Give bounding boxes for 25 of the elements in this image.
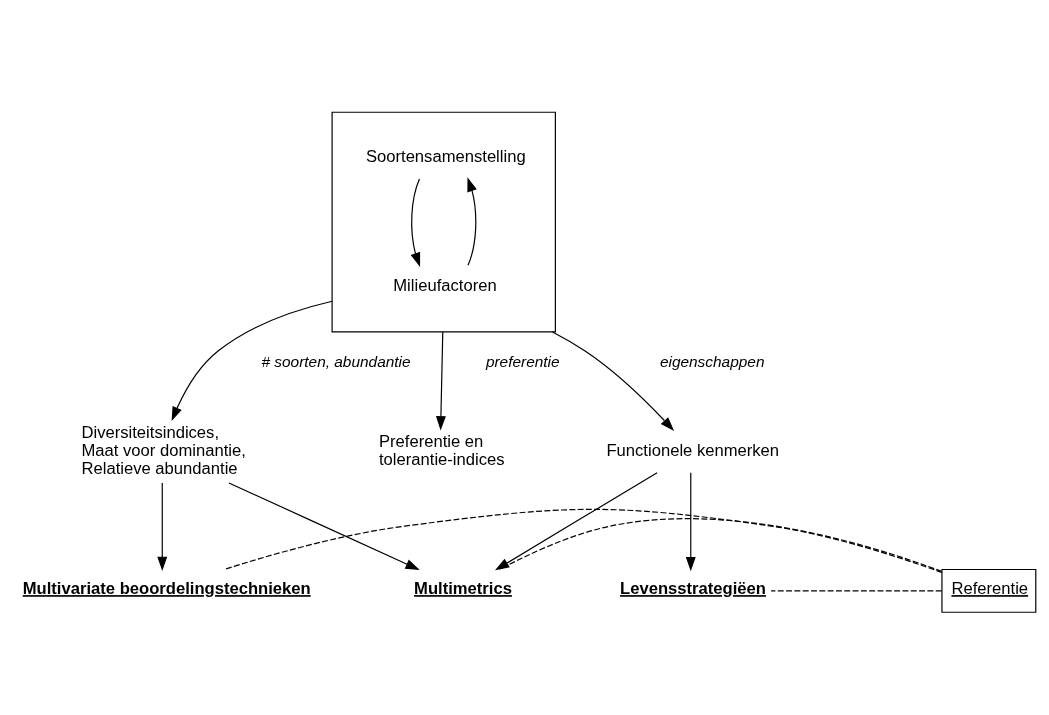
node-text: Levensstrategiëen	[620, 579, 766, 599]
node-text: Preferentie en tolerantie-indices	[379, 431, 505, 469]
arrow	[410, 178, 421, 267]
arrow	[171, 300, 333, 422]
connector	[224, 508, 943, 574]
arrow	[228, 482, 420, 571]
edge-label: # soorten, abundantie	[261, 352, 411, 370]
edge-label: preferentie	[485, 352, 560, 370]
arrow	[435, 331, 446, 431]
node-text: Milieufactoren	[393, 276, 497, 296]
node-box: Referentie	[941, 568, 1037, 613]
node-text: Functionele kenmerken	[606, 440, 780, 460]
node-text: Multimetrics	[414, 579, 512, 599]
edge-label: eigenschappen	[659, 352, 765, 370]
arrow	[685, 472, 696, 572]
node-text: Multivariate beoordelingstechnieken	[22, 579, 311, 599]
arrow	[467, 177, 477, 266]
arrow	[157, 482, 168, 571]
arrow	[495, 472, 658, 571]
node-text: Soortensamenstelling	[365, 146, 526, 166]
arrow	[551, 331, 675, 432]
connector	[770, 590, 943, 592]
connector	[499, 518, 943, 572]
node-text: Diversiteitsindices, Maat voor dominantie, Relatieve abundantie	[81, 422, 246, 478]
cluster	[331, 111, 556, 333]
